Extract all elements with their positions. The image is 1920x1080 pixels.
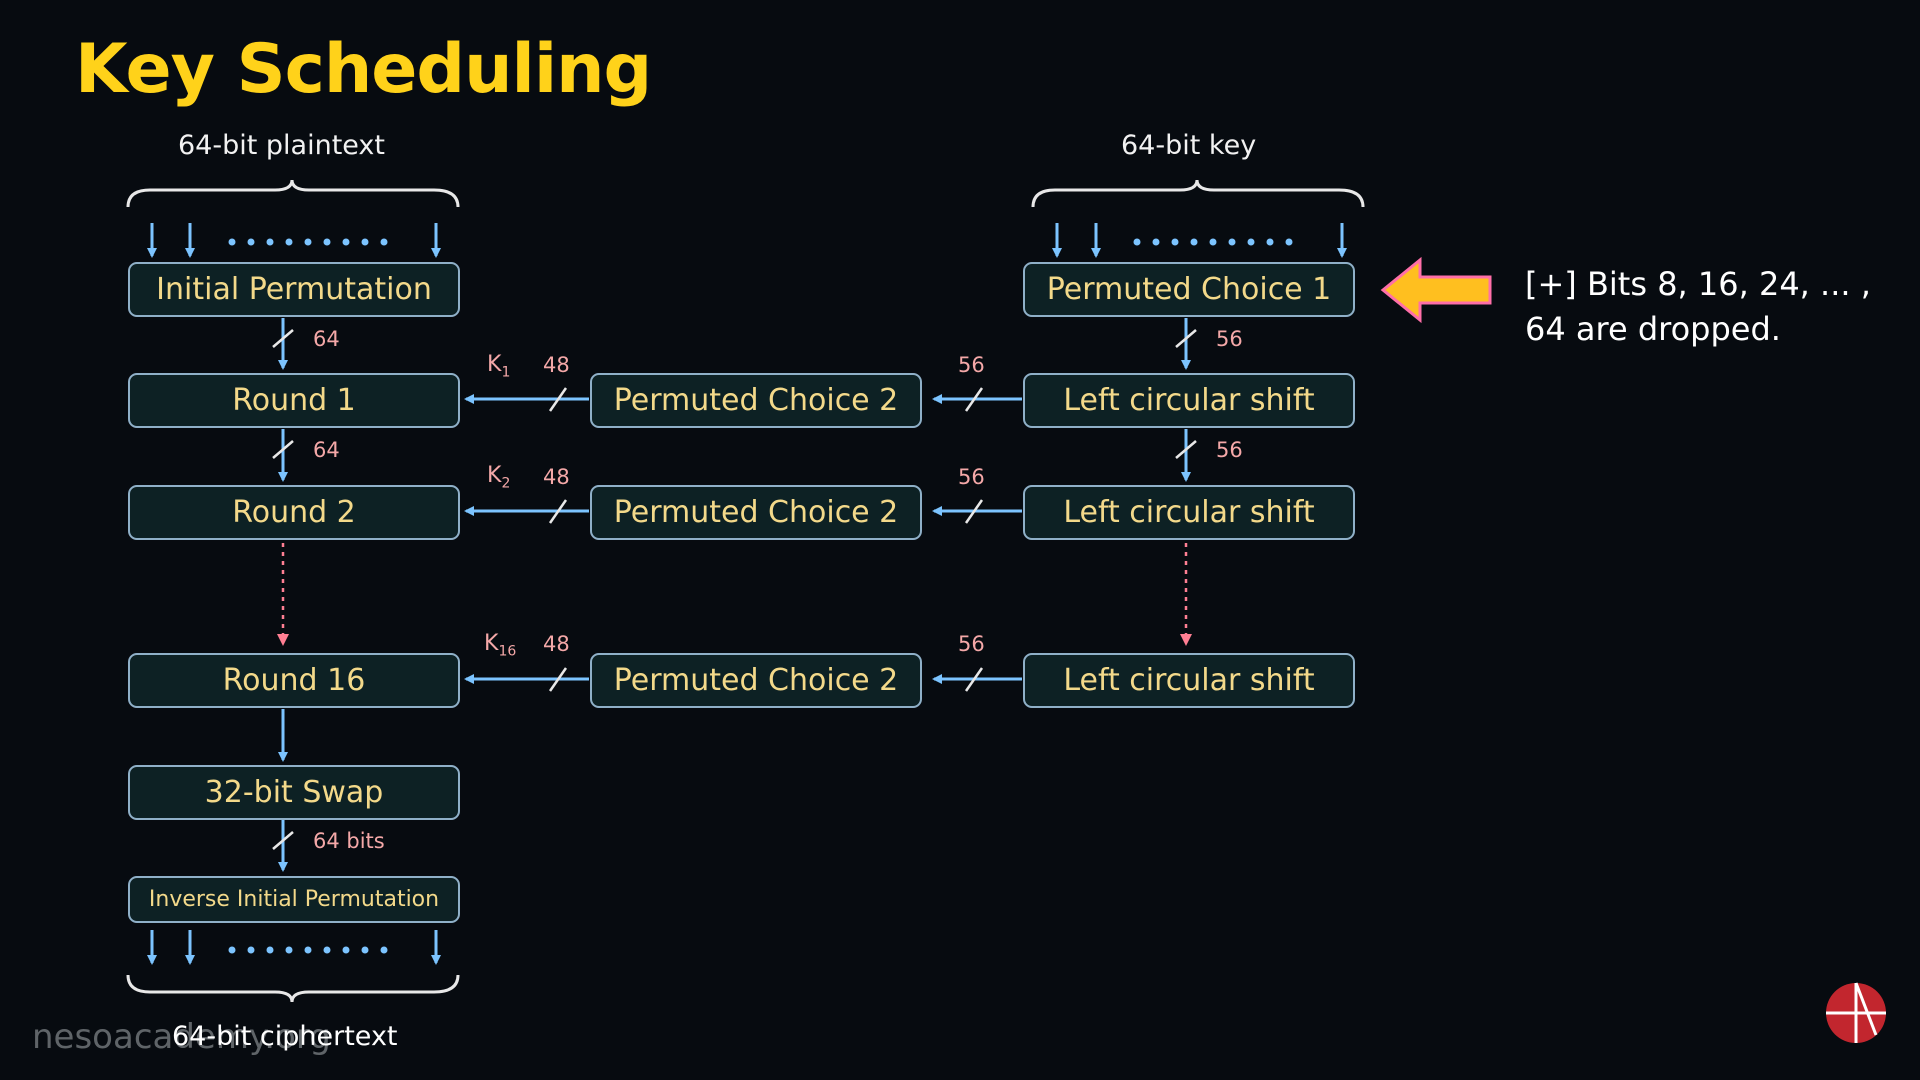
note-line-2: 64 are dropped. (1525, 310, 1781, 348)
plaintext-brace (126, 179, 460, 208)
pc2-box-16: Permuted Choice 2 (590, 653, 922, 708)
bits-label: 64 bits (313, 829, 385, 853)
bits-label: 64 (313, 438, 340, 462)
note-line-1: [+] Bits 8, 16, 24, ... , (1525, 265, 1871, 303)
pc2-box-2: Permuted Choice 2 (590, 485, 922, 540)
subkey-k1-label: K1 (487, 352, 511, 381)
subkey-k2-label: K2 (487, 463, 511, 492)
round-1-box: Round 1 (128, 373, 460, 428)
logo (1826, 982, 1886, 1043)
ciphertext-brace (126, 974, 460, 1003)
pc1-box: Permuted Choice 1 (1023, 262, 1355, 317)
lcs-box-2: Left circular shift (1023, 485, 1355, 540)
ciphertext-label: 64-bit ciphertext (172, 1021, 398, 1052)
pointer-arrow (1380, 256, 1492, 324)
page-title: Key Scheduling (75, 30, 652, 109)
round-2-box: Round 2 (128, 485, 460, 540)
bits-label: 56 (1216, 438, 1243, 462)
subkey-k16-label: K16 (484, 631, 517, 660)
lcs-box-1: Left circular shift (1023, 373, 1355, 428)
bits-label: 56 (1216, 327, 1243, 351)
bits-label: 56 (958, 465, 985, 489)
inverse-initial-permutation-box: Inverse Initial Permutation (128, 876, 460, 923)
bits-label: 48 (543, 353, 570, 377)
plaintext-label: 64-bit plaintext (178, 130, 385, 161)
bits-label: 64 (313, 327, 340, 351)
lcs-box-16: Left circular shift (1023, 653, 1355, 708)
key-brace (1031, 179, 1365, 208)
swap-box: 32-bit Swap (128, 765, 460, 820)
bits-label: 56 (958, 632, 985, 656)
initial-permutation-box: Initial Permutation (128, 262, 460, 317)
bits-label: 56 (958, 353, 985, 377)
dropped-bits-note: [+] Bits 8, 16, 24, ... , 64 are dropped… (1525, 262, 1871, 352)
key-label: 64-bit key (1121, 130, 1257, 161)
bits-label: 48 (543, 632, 570, 656)
watermark: nesoacademy.org (32, 1017, 331, 1057)
round-16-box: Round 16 (128, 653, 460, 708)
pc2-box-1: Permuted Choice 2 (590, 373, 922, 428)
bits-label: 48 (543, 465, 570, 489)
